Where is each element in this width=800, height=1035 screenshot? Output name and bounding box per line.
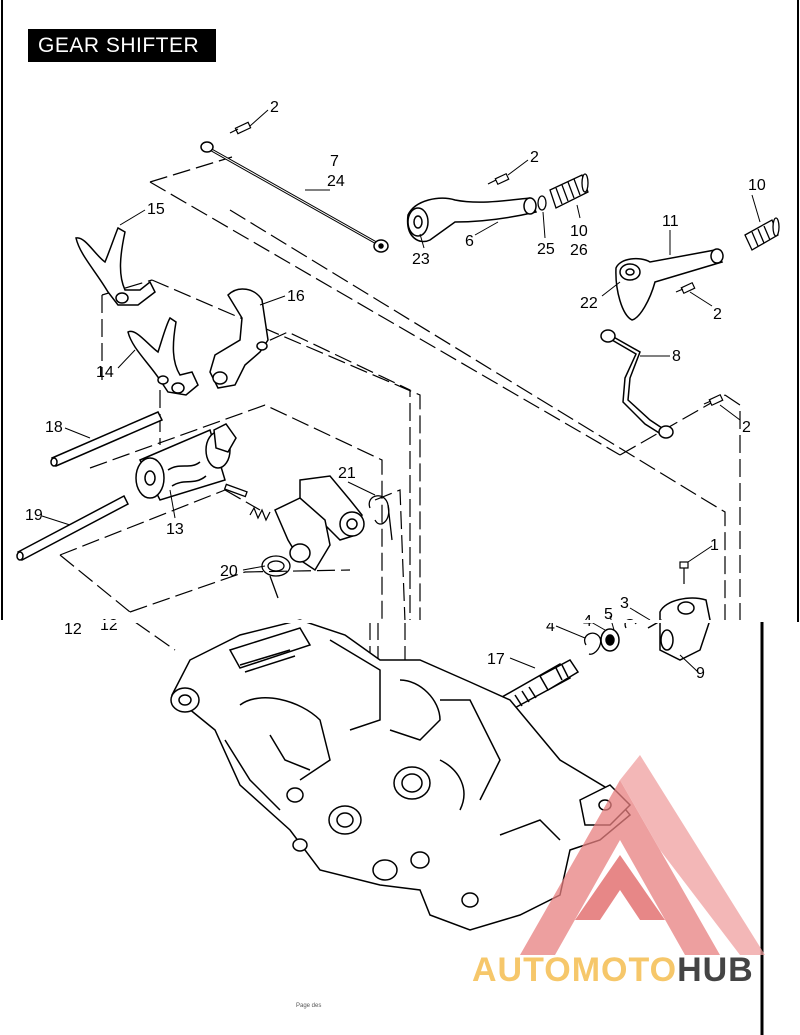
dashed-leader-lines: [59, 156, 741, 623]
spring-20: [261, 555, 291, 599]
rubber-peg-10-lower: [744, 217, 780, 251]
callout-2-top: 2: [270, 99, 279, 116]
callout-23: 23: [412, 251, 430, 268]
callout-labels: 2 7 24 2 10 15 16 11 23 6 25 10 26 22 2 …: [25, 99, 766, 682]
footer-text: Page des: [296, 1003, 322, 1009]
callout-14: 14: [96, 364, 114, 381]
callout-2-lever: 2: [713, 306, 722, 323]
pin-small: [223, 483, 248, 498]
watermark-text-part1: AUTOMOTO: [472, 951, 678, 989]
callout-12: 12: [64, 621, 82, 638]
callout-6: 6: [465, 233, 474, 250]
callout-21: 21: [338, 465, 356, 482]
shift-pedal: [406, 197, 538, 243]
shift-fork-16: [209, 288, 269, 389]
bolt-lever: [675, 281, 696, 295]
fork-shaft-19: [16, 494, 129, 562]
callout-7: 7: [330, 153, 339, 170]
seal-5: [600, 628, 620, 652]
shift-rod: [200, 141, 389, 253]
callout-25: 25: [537, 241, 555, 258]
callout-1: 1: [710, 537, 719, 554]
callout-13: 13: [166, 521, 184, 538]
callout-22: 22: [580, 295, 598, 312]
bolt-pedal: [487, 172, 510, 186]
callout-9: 9: [696, 665, 705, 682]
bolt-clamp: [679, 561, 689, 584]
callout-26: 26: [570, 242, 588, 259]
callout-11: 11: [662, 213, 679, 230]
spring-small: [249, 506, 271, 522]
shift-linkage: [600, 329, 674, 439]
page-title: GEAR SHIFTER: [28, 29, 216, 62]
spring-21: [368, 495, 393, 541]
crankcase-housing: [170, 619, 632, 931]
callout-4-left: 4: [546, 618, 555, 635]
callout-15: 15: [147, 201, 165, 218]
shift-drum: [135, 423, 237, 501]
watermark-text: AUTOMOTOHUB: [472, 951, 754, 990]
fork-shaft-18: [50, 411, 164, 467]
callout-10-lower: 10: [570, 223, 588, 240]
callout-20: 20: [220, 563, 238, 580]
washer-25: [537, 195, 547, 211]
shift-fork-15: [75, 226, 156, 306]
callout-2-pedal: 2: [530, 149, 539, 166]
callout-19: 19: [25, 507, 43, 524]
heel-lever: [615, 248, 724, 321]
callout-5: 5: [604, 606, 613, 623]
callout-12-partial: 12: [100, 617, 118, 634]
shift-pawl: [274, 475, 365, 572]
bolt-top: [229, 121, 252, 135]
callout-10-upper: 10: [748, 177, 766, 194]
callout-2-linkage: 2: [742, 419, 751, 436]
watermark-text-part2: HUB: [677, 951, 754, 989]
watermark-logo: [520, 755, 765, 955]
callout-8: 8: [672, 348, 681, 365]
callout-17: 17: [487, 651, 505, 668]
bolts: [229, 121, 724, 584]
callout-18: 18: [45, 419, 63, 436]
callout-16: 16: [287, 288, 305, 305]
callout-3: 3: [620, 595, 629, 612]
callout-24: 24: [327, 173, 345, 190]
clamp-9: [647, 597, 711, 661]
rubber-peg-10-upper: [549, 173, 589, 209]
bolt-linkage: [703, 393, 724, 407]
page-break: [0, 620, 760, 623]
shift-fork-14: [127, 316, 199, 396]
callout-leaders: [41, 109, 761, 673]
